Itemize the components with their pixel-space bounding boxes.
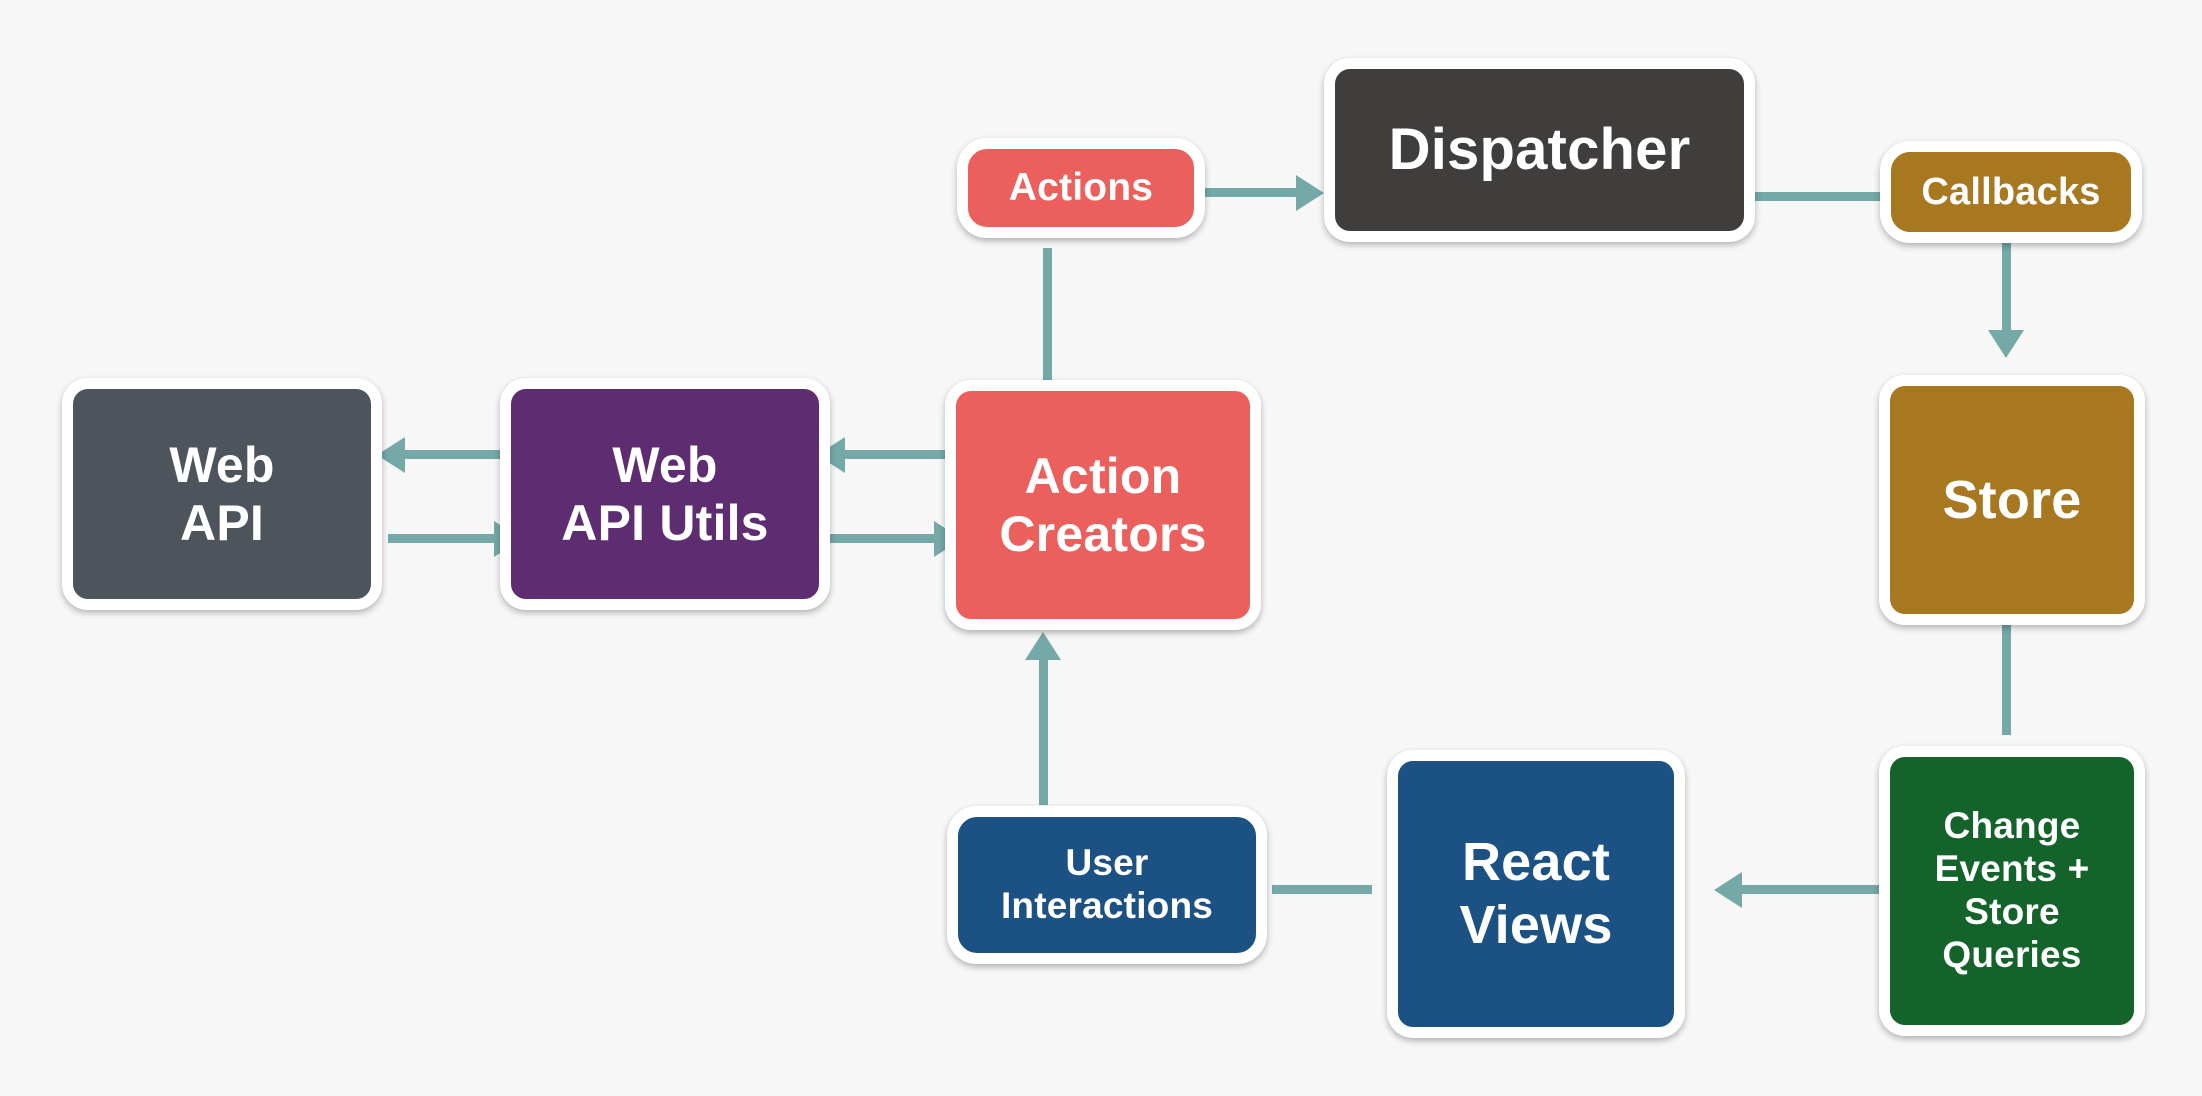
node-change-events-store-queries[interactable]: Change Events + Store Queries [1879, 746, 2145, 1036]
node-actions[interactable]: Actions [957, 138, 1205, 238]
edge-store-to-change-events [2002, 625, 2011, 735]
node-user-interactions-label: User Interactions [1000, 842, 1214, 926]
node-web-api-utils[interactable]: Web API Utils [500, 378, 830, 610]
edge-web-api-utils-to-action-creators [828, 534, 938, 543]
node-web-api-utils-label: Web API Utils [561, 437, 769, 551]
node-change-events-store-queries-label: Change Events + Store Queries [1934, 805, 2090, 975]
edge-web-api-utils-to-web-api [405, 450, 515, 459]
node-react-views-label: React Views [1459, 832, 1613, 955]
node-web-api[interactable]: Web API [62, 378, 382, 610]
node-store[interactable]: Store [1879, 375, 2145, 625]
edge-user-interactions-to-action-creators [1039, 660, 1048, 805]
node-react-views[interactable]: React Views [1387, 750, 1685, 1038]
node-actions-label: Actions [1008, 166, 1154, 210]
edge-action-creators-to-web-api-utils [845, 450, 955, 459]
arrowhead-callbacks-to-store [1988, 330, 2024, 358]
node-web-api-label: Web API [169, 437, 275, 551]
node-dispatcher[interactable]: Dispatcher [1324, 58, 1755, 242]
edge-web-api-to-web-api-utils [388, 534, 498, 543]
edge-actions-to-dispatcher [1205, 188, 1300, 197]
node-callbacks[interactable]: Callbacks [1880, 141, 2142, 243]
node-dispatcher-label: Dispatcher [1388, 117, 1691, 183]
node-user-interactions[interactable]: User Interactions [947, 806, 1267, 964]
edge-react-views-to-user-interactions [1272, 885, 1372, 894]
arrowhead-actions-to-dispatcher [1296, 175, 1324, 211]
edge-change-events-to-react-views [1742, 885, 1882, 894]
node-callbacks-label: Callbacks [1921, 170, 2101, 213]
arrowhead-change-events-to-react-views [1714, 872, 1742, 908]
node-action-creators-label: Action Creators [999, 448, 1207, 562]
arrowhead-user-interactions-to-action-creators [1025, 632, 1061, 660]
edge-dispatcher-to-callbacks [1755, 192, 1880, 201]
node-action-creators[interactable]: Action Creators [945, 380, 1261, 630]
node-store-label: Store [1942, 469, 2082, 530]
edge-action-creators-to-actions [1043, 248, 1052, 383]
edge-callbacks-to-store [2002, 243, 2011, 339]
